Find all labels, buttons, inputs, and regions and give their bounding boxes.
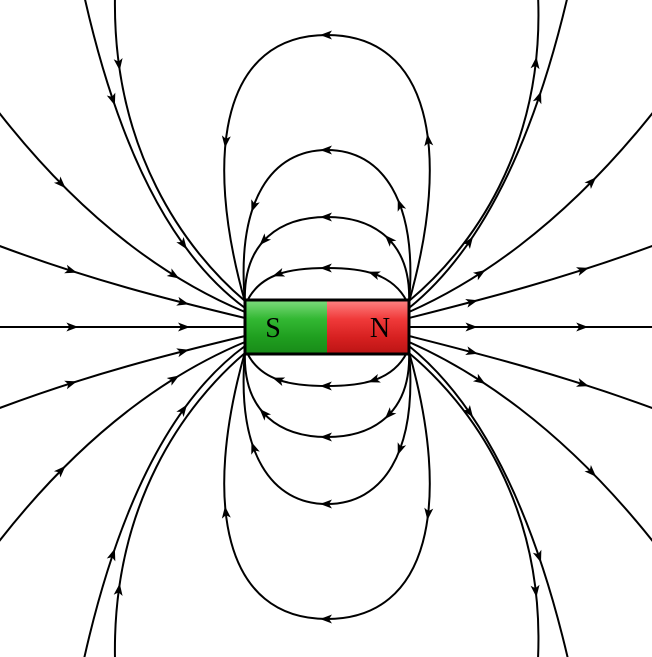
field-line-loop-top-4 bbox=[223, 33, 431, 303]
field-line-right-4 bbox=[408, 0, 568, 309]
arrow-loop-top-2-b bbox=[320, 212, 333, 222]
arrow-loop-bottom-2-c bbox=[259, 408, 272, 421]
arrow-loop-top-4-a bbox=[424, 133, 434, 147]
field-line-right-bottom-2 bbox=[408, 335, 652, 409]
arrow-left-2-a bbox=[64, 264, 77, 274]
arrow-right-3-b bbox=[584, 177, 597, 189]
arrow-right-4-b bbox=[532, 91, 542, 105]
arrow-right-bottom-4-a bbox=[462, 404, 474, 418]
arrow-outer-right-bottom-0 bbox=[530, 584, 540, 598]
north-pole bbox=[327, 300, 409, 354]
arrow-loop-top-4-b bbox=[320, 30, 332, 40]
arrow-right-1-a bbox=[465, 322, 478, 332]
arrow-left-bottom-4-b bbox=[176, 404, 187, 417]
arrow-outer-right-top-0 bbox=[530, 56, 540, 70]
arrow-loop-top-4-c bbox=[221, 135, 231, 148]
arrow-loop-top-1-b bbox=[319, 263, 332, 273]
arrow-left-bottom-2-b bbox=[176, 348, 189, 358]
arrow-left-bottom-3-a bbox=[53, 465, 66, 478]
arrow-loop-bottom-3-a bbox=[397, 442, 407, 456]
arrow-loop-top-1-c bbox=[272, 268, 286, 277]
arrow-left-3-a bbox=[53, 176, 66, 189]
south-pole bbox=[245, 300, 327, 354]
field-line-left-bottom-4 bbox=[83, 345, 246, 657]
arrow-outer-left-top-0 bbox=[113, 58, 123, 71]
arrow-left-bottom-3-b bbox=[166, 375, 180, 386]
field-line-left-2 bbox=[0, 245, 246, 319]
arrow-left-3-b bbox=[166, 268, 180, 279]
arrow-right-bottom-4-b bbox=[532, 549, 542, 563]
arrow-left-bottom-2-a bbox=[64, 380, 77, 390]
arrow-loop-top-1-a bbox=[368, 271, 381, 280]
north-pole-label: N bbox=[370, 313, 390, 344]
arrow-loop-bottom-4-c bbox=[221, 506, 231, 519]
arrow-left-4-a bbox=[106, 92, 116, 106]
arrow-loop-top-2-a bbox=[384, 234, 397, 247]
arrow-loop-bottom-4-a bbox=[424, 507, 434, 521]
arrow-right-bottom-2-a bbox=[465, 346, 478, 356]
field-line-left-bottom-3 bbox=[0, 341, 246, 542]
arrow-right-1-b bbox=[576, 322, 589, 332]
arrow-right-2-a bbox=[465, 298, 478, 308]
arrow-right-bottom-3-b bbox=[584, 465, 597, 477]
arrow-left-2-b bbox=[176, 296, 189, 306]
bar-magnet: S N bbox=[243, 298, 411, 356]
field-arrows bbox=[53, 30, 597, 624]
arrow-loop-top-3-b bbox=[319, 145, 332, 155]
field-line-outer-left-bottom bbox=[114, 352, 246, 657]
arrow-loop-top-3-c bbox=[251, 199, 260, 213]
arrow-loop-top-3-a bbox=[397, 198, 407, 212]
field-line-left-bottom-2 bbox=[0, 335, 246, 409]
arrow-right-bottom-2-b bbox=[576, 378, 589, 387]
arrow-loop-bottom-4-b bbox=[319, 614, 332, 624]
arrow-left-1-a bbox=[66, 322, 79, 332]
arrow-left-bottom-4-a bbox=[106, 548, 116, 562]
arrow-loop-bottom-2-a bbox=[384, 407, 397, 420]
arrow-loop-bottom-1-a bbox=[368, 374, 381, 383]
field-line-right-bottom-3 bbox=[408, 341, 652, 542]
south-pole-label: S bbox=[265, 313, 281, 344]
arrow-loop-bottom-1-b bbox=[319, 381, 332, 391]
field-line-loop-bottom-2 bbox=[243, 349, 411, 439]
magnet-outline bbox=[243, 298, 411, 356]
field-line-loop-top-2 bbox=[243, 215, 411, 305]
field-line-left-4 bbox=[84, 0, 246, 309]
arrow-right-bottom-3-a bbox=[472, 373, 486, 385]
field-line-right-3 bbox=[408, 112, 652, 313]
arrow-right-3-a bbox=[472, 269, 486, 281]
arrow-loop-top-2-c bbox=[259, 233, 272, 246]
arrow-outer-left-bottom-0 bbox=[113, 583, 123, 596]
field-line-loop-bottom-4 bbox=[223, 351, 431, 621]
field-line-outer-left-top bbox=[114, 0, 246, 302]
field-line-outer-right-bottom bbox=[408, 352, 540, 657]
field-line-left-3 bbox=[0, 112, 246, 313]
arrow-right-4-a bbox=[462, 236, 474, 250]
arrow-loop-bottom-2-b bbox=[320, 432, 333, 442]
field-line-right-bottom-4 bbox=[408, 345, 569, 657]
arrow-left-1-b bbox=[178, 322, 190, 332]
arrow-right-2-b bbox=[576, 267, 589, 276]
field-line-right-2 bbox=[408, 245, 652, 319]
arrow-loop-bottom-3-c bbox=[251, 441, 260, 455]
arrow-loop-bottom-3-b bbox=[319, 499, 333, 509]
arrow-left-4-b bbox=[176, 237, 187, 250]
field-line-outer-right-top bbox=[408, 0, 540, 302]
arrow-loop-bottom-1-c bbox=[272, 377, 286, 386]
